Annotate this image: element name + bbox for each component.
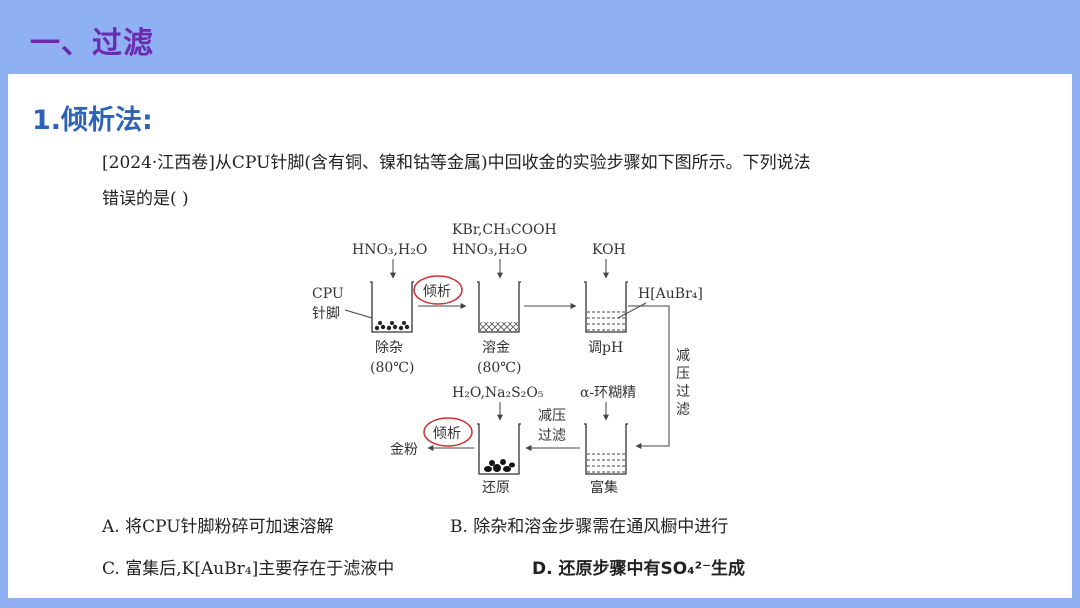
title-bar: 一、过滤 [0, 0, 1080, 74]
input-cpu: CPU [312, 286, 344, 302]
option-d: D. 还原步骤中有SO₄²⁻生成 [532, 559, 746, 579]
beaker-2 [477, 281, 521, 333]
vacuum-filtration-2b: 过滤 [538, 428, 566, 444]
beaker-5 [477, 423, 521, 475]
step-2: 溶金 [482, 340, 510, 356]
reagent-3: KOH [592, 242, 626, 258]
vacuum-filtration-2a: 减压 [538, 408, 566, 424]
decant-circle-2 [423, 417, 473, 447]
vacuum-filtration-vertical-3: 过 [676, 384, 690, 400]
reagent-5: H₂O,Na₂S₂O₅ [452, 385, 544, 401]
beaker-1-solids [374, 321, 410, 331]
input-pointer [344, 309, 373, 319]
option-b: B. 除杂和溶金步骤需在通风橱中进行 [450, 517, 729, 537]
step-5: 还原 [482, 480, 510, 496]
input-pins: 针脚 [312, 306, 340, 322]
section-title: 1.倾析法: [32, 105, 153, 136]
content-card [8, 74, 1072, 598]
vacuum-filtration-vertical-4: 滤 [676, 402, 690, 418]
option-c: C. 富集后,K[AuBr₄]主要存在于滤液中 [102, 559, 395, 579]
output: 金粉 [390, 442, 418, 458]
product-pointer [617, 302, 647, 319]
reagent-2a: KBr,CH₃COOH [452, 222, 557, 238]
beaker-1 [370, 281, 414, 333]
reagent-1: HNO₃,H₂O [352, 242, 427, 258]
decant-2: 倾析 [433, 426, 461, 442]
arrow-3 [628, 305, 670, 449]
beaker-3-liquid [587, 311, 625, 331]
question-line-2: 错误的是( ) [102, 189, 189, 209]
product: H[AuBr₄] [638, 286, 703, 302]
beaker-2-gold [480, 322, 518, 331]
step-1: 除杂 [375, 340, 403, 356]
decant-1: 倾析 [423, 284, 451, 300]
question-line-1: [2024·江西卷]从CPU针脚(含有铜、镍和钴等金属)中回收金的实验步骤如下图… [102, 153, 811, 173]
page-title: 一、过滤 [30, 26, 154, 61]
option-a: A. 将CPU针脚粉碎可加速溶解 [102, 517, 334, 537]
decant-circle-1 [413, 275, 463, 305]
step-1-temp: (80℃) [370, 360, 414, 376]
step-2-temp: (80℃) [477, 360, 521, 376]
beaker-3 [584, 281, 628, 333]
step-4: 富集 [590, 479, 618, 496]
beaker-5-gold [484, 459, 515, 472]
reagent-2b: HNO₃,H₂O [452, 242, 527, 258]
step-3: 调pH [588, 340, 623, 356]
beaker-4 [584, 423, 628, 475]
reagent-4: α-环糊精 [580, 385, 636, 401]
vacuum-filtration-vertical-1: 减 [676, 348, 690, 364]
beaker-4-liquid [587, 453, 625, 473]
vacuum-filtration-vertical-2: 压 [676, 366, 690, 382]
